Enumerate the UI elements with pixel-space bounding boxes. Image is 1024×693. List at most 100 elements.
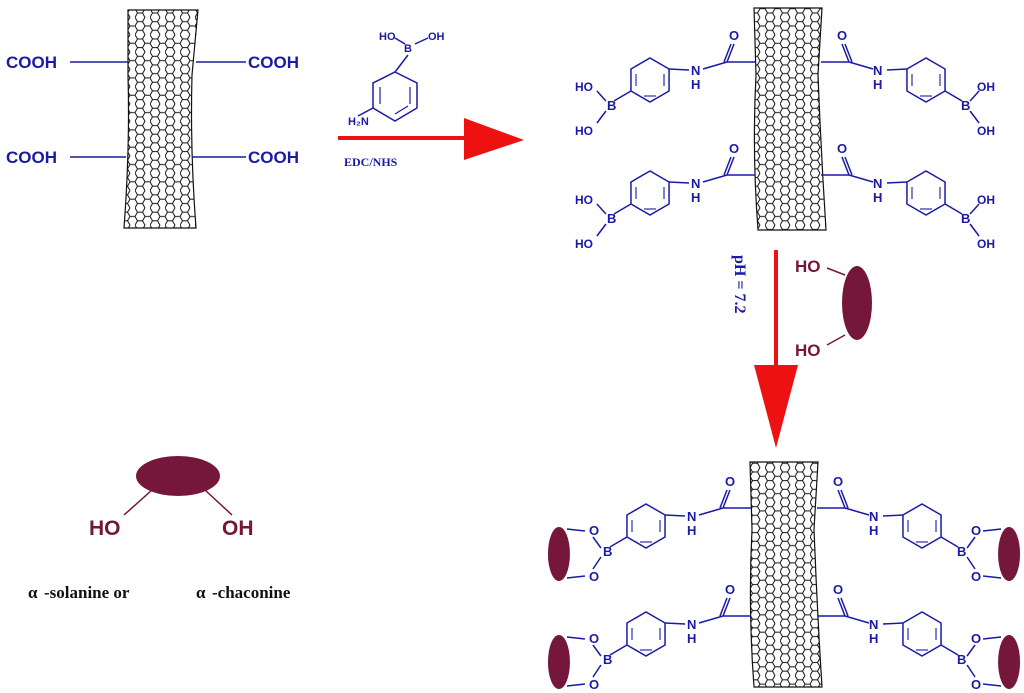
hydrogen-label: H xyxy=(873,77,882,92)
nanotube xyxy=(753,7,827,231)
benzene-ring xyxy=(902,611,942,657)
hydrogen-label: H xyxy=(873,190,882,205)
benzene-ring xyxy=(372,71,418,122)
oxygen-label: O xyxy=(833,582,843,597)
cooh-label: COOH xyxy=(248,148,299,167)
hydrogen-label: H xyxy=(687,523,696,538)
nanotube-start xyxy=(123,9,199,229)
ho-label: HO xyxy=(575,80,593,94)
boron-label: B xyxy=(957,652,966,667)
boron-label: B xyxy=(607,98,616,113)
diol-target-small: HO HO xyxy=(795,257,872,360)
boron-label: B xyxy=(603,544,612,559)
oxygen-label: O xyxy=(725,474,735,489)
aminophenylboronic-acid: B HO OH H₂N xyxy=(348,31,445,128)
boron-label: B xyxy=(603,652,612,667)
ho-label: HO xyxy=(379,31,396,43)
nitrogen-label: N xyxy=(687,617,696,632)
oh-label: OH xyxy=(977,80,995,94)
oh-label: OH xyxy=(428,31,445,43)
alpha-symbol: α xyxy=(196,583,206,602)
nitrogen-label: N xyxy=(873,63,882,78)
diol-target xyxy=(547,527,570,581)
cooh-label: COOH xyxy=(6,148,57,167)
boron-label: B xyxy=(961,211,970,226)
nitrogen-label: N xyxy=(869,509,878,524)
boron-label: B xyxy=(961,98,970,113)
benzene-ring xyxy=(906,170,946,216)
ho-label: HO xyxy=(89,517,121,540)
ho-label: HO xyxy=(575,237,593,251)
diol-target xyxy=(998,527,1021,581)
caption-chaconine: -chaconine xyxy=(212,583,291,602)
oh-label: OH xyxy=(222,517,254,540)
boron-label: B xyxy=(957,544,966,559)
nanotube xyxy=(749,461,823,688)
hydrogen-label: H xyxy=(869,631,878,646)
nitrogen-label: N xyxy=(691,63,700,78)
oxygen-label: O xyxy=(589,677,599,692)
boron-label: B xyxy=(404,43,412,55)
cooh-nanotube: COOH COOH COOH COOH xyxy=(6,9,299,229)
diol-target xyxy=(998,635,1021,689)
reagent-label: EDC/NHS xyxy=(344,155,398,169)
ho-label: HO xyxy=(795,341,821,360)
caption-solanine: -solanine or xyxy=(44,583,130,602)
ho-label: HO xyxy=(575,193,593,207)
diol-target-large: HO OH xyxy=(89,456,254,540)
oxygen-label: O xyxy=(589,523,599,538)
phenyl-amide-arm: O NH B OH OH xyxy=(821,28,995,138)
oxygen-label: O xyxy=(837,28,847,43)
oxygen-label: O xyxy=(725,582,735,597)
nitrogen-label: N xyxy=(687,509,696,524)
hydrogen-label: H xyxy=(687,631,696,646)
oxygen-label: O xyxy=(589,631,599,646)
benzene-ring xyxy=(630,57,670,103)
oxygen-label: O xyxy=(971,631,981,646)
phenyl-amide-arm: O NH B OH OH xyxy=(821,141,995,251)
benzene-ring xyxy=(626,611,666,657)
oh-label: OH xyxy=(977,237,995,251)
ph-label: pH = 7.2 xyxy=(731,255,748,313)
oxygen-label: O xyxy=(589,569,599,584)
nitrogen-label: N xyxy=(873,176,882,191)
boron-label: B xyxy=(607,211,616,226)
alpha-symbol: α xyxy=(28,583,38,602)
benzene-ring xyxy=(906,57,946,103)
cooh-label: COOH xyxy=(248,53,299,72)
oh-label: OH xyxy=(977,193,995,207)
reaction-arrow-horizontal xyxy=(338,118,524,160)
hydrogen-label: H xyxy=(691,190,700,205)
diol-target xyxy=(547,635,570,689)
ho-label: HO xyxy=(575,124,593,138)
oxygen-label: O xyxy=(837,141,847,156)
nitrogen-label: N xyxy=(869,617,878,632)
hydrogen-label: H xyxy=(691,77,700,92)
ho-label: HO xyxy=(795,257,821,276)
oxygen-label: O xyxy=(833,474,843,489)
benzene-ring xyxy=(902,503,942,549)
nitrogen-label: N xyxy=(691,176,700,191)
benzene-ring xyxy=(630,170,670,216)
oxygen-label: O xyxy=(971,523,981,538)
cooh-label: COOH xyxy=(6,53,57,72)
oxygen-label: O xyxy=(729,141,739,156)
benzene-ring xyxy=(626,503,666,549)
caption: α -solanine or α -chaconine xyxy=(28,583,291,602)
oxygen-label: O xyxy=(971,569,981,584)
oxygen-label: O xyxy=(729,28,739,43)
phenyl-amide-arm: O NH B HO HO xyxy=(575,141,755,251)
reaction-arrow-vertical xyxy=(754,250,798,448)
phenyl-amide-arm: O NH B HO HO xyxy=(575,28,755,138)
hydrogen-label: H xyxy=(869,523,878,538)
oxygen-label: O xyxy=(971,677,981,692)
oh-label: OH xyxy=(977,124,995,138)
h2n-label: H₂N xyxy=(348,116,369,128)
